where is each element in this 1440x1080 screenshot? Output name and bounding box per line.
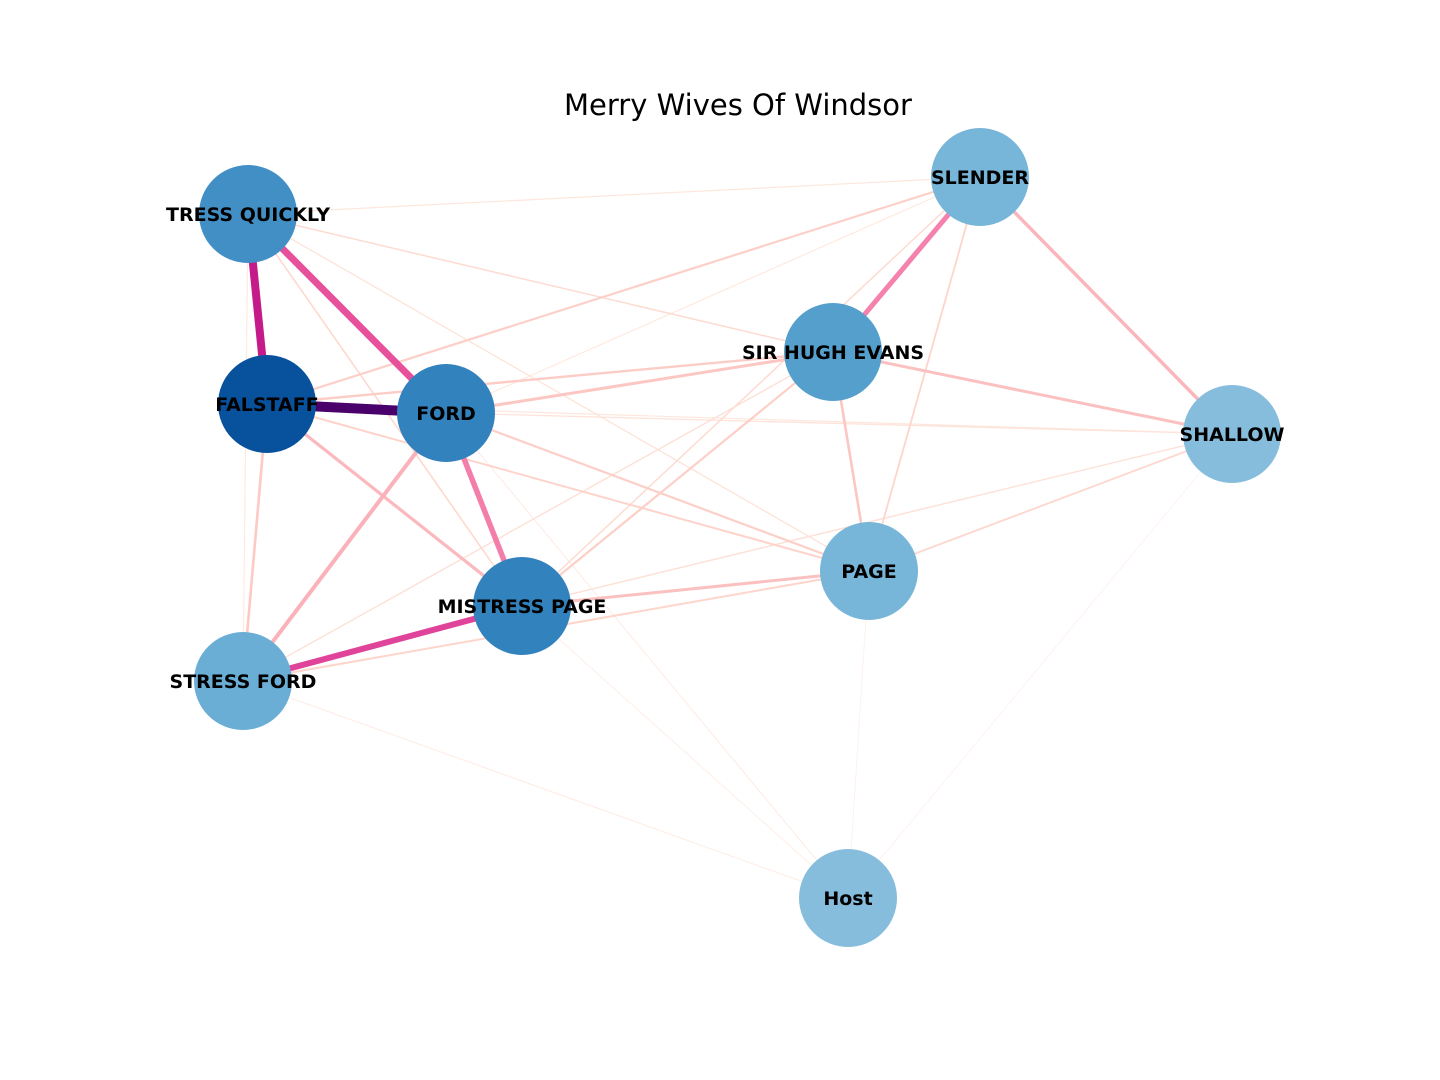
node-mistress-quickly: TRESS QUICKLY — [166, 165, 330, 263]
node-circle — [784, 303, 882, 401]
node-label: SIR HUGH EVANS — [742, 342, 924, 364]
edge-ford-slender — [445, 176, 981, 414]
node-label: FALSTAFF — [215, 394, 318, 416]
edge-mistress-quickly-sir-hugh-evans — [247, 213, 834, 353]
node-sir-hugh-evans: SIR HUGH EVANS — [742, 303, 924, 401]
graph-title: Merry Wives Of Windsor — [564, 88, 912, 122]
node-circle — [799, 849, 897, 947]
edge-falstaff-page — [266, 403, 870, 572]
edge-shallow-host — [847, 433, 1233, 899]
node-circle — [931, 128, 1029, 226]
edge-layer — [241, 175, 1234, 899]
edge-ford-mistress-ford — [241, 411, 448, 683]
edge-mistress-quickly-slender — [247, 176, 981, 215]
node-shallow: SHALLOW — [1180, 385, 1285, 483]
node-falstaff: FALSTAFF — [215, 355, 319, 453]
node-label: MISTRESS PAGE — [438, 596, 607, 618]
edge-page-host — [847, 570, 870, 899]
node-page: PAGE — [820, 522, 918, 620]
edge-ford-shallow — [445, 412, 1233, 435]
edge-mistress-page-shallow — [521, 433, 1233, 607]
edge-ford-sir-hugh-evans — [445, 350, 834, 415]
edge-slender-page — [868, 176, 981, 572]
node-label: SHALLOW — [1180, 424, 1285, 446]
edge-mistress-quickly-page — [247, 213, 870, 572]
node-mistress-page: MISTRESS PAGE — [438, 557, 607, 655]
node-label: Host — [823, 888, 872, 910]
edge-mistress-ford-host — [242, 680, 849, 899]
node-circle — [218, 355, 316, 453]
node-circle — [194, 632, 292, 730]
node-host: Host — [799, 849, 897, 947]
edge-ford-host — [445, 412, 849, 899]
node-ford: FORD — [397, 364, 495, 462]
node-circle — [473, 557, 571, 655]
node-label: PAGE — [841, 561, 896, 583]
edge-sir-hugh-evans-shallow — [832, 350, 1233, 436]
node-label: TRESS QUICKLY — [166, 204, 330, 226]
node-label: SLENDER — [931, 167, 1029, 189]
node-circle — [199, 165, 297, 263]
node-label: FORD — [416, 403, 476, 425]
edge-falstaff-sir-hugh-evans — [266, 350, 834, 406]
edge-ford-page — [445, 411, 870, 573]
edge-falstaff-slender — [266, 175, 981, 406]
edge-sir-hugh-evans-mistress-page — [521, 351, 834, 607]
node-circle — [820, 522, 918, 620]
node-slender: SLENDER — [931, 128, 1029, 226]
edge-mistress-page-slender — [521, 176, 981, 607]
edge-slender-shallow — [978, 175, 1234, 436]
node-circle — [397, 364, 495, 462]
edge-mistress-page-host — [521, 605, 849, 899]
edge-falstaff-mistress-page — [266, 402, 523, 608]
node-layer: FALSTAFF FORD MISTRESS PAGE TRESS QUICKLY SI… — [166, 128, 1285, 947]
node-mistress-ford: STRESS FORD — [170, 632, 317, 730]
edge-page-shallow — [868, 433, 1233, 572]
node-circle — [1183, 385, 1281, 483]
edge-mistress-page-page — [521, 569, 870, 608]
node-label: STRESS FORD — [170, 671, 317, 693]
